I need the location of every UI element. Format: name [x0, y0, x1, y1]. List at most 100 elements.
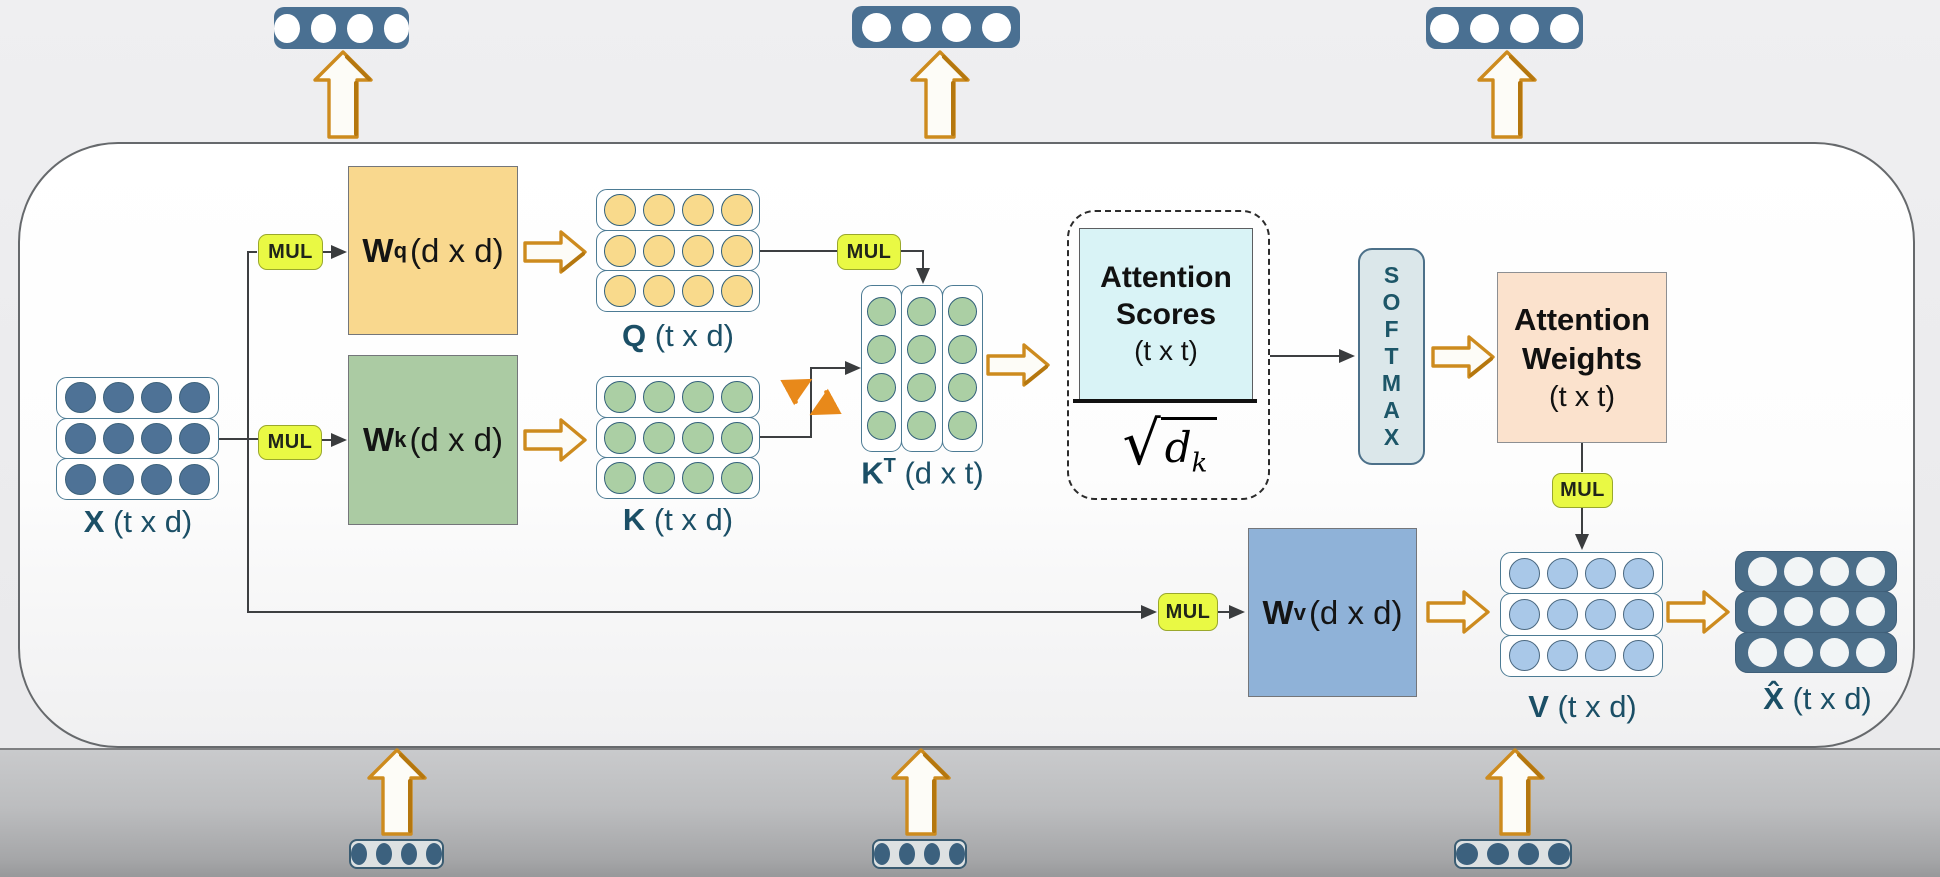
matrix-cell-circle	[1547, 598, 1578, 630]
matrix-cell-circle	[1547, 557, 1578, 589]
matrix-cell-circle	[141, 463, 172, 495]
softmax-letter: T	[1384, 343, 1399, 369]
matrix-row	[596, 189, 760, 231]
matrix-row	[596, 270, 760, 313]
matrix-cell-circle	[103, 423, 134, 454]
matrix-cell-circle	[179, 463, 210, 495]
matrix-cell-circle	[907, 335, 937, 364]
q-matrix-label: Q (t x d)	[622, 318, 734, 353]
matrix-cell-circle	[681, 234, 714, 267]
token-vector-circle	[981, 12, 1011, 42]
matrix-cell-circle	[603, 193, 636, 226]
matrix-cell-circle	[179, 423, 210, 454]
token-vector-circle	[347, 13, 373, 43]
matrix-cell-circle	[65, 463, 96, 495]
mul-operator-wv: MUL	[1158, 593, 1218, 631]
matrix-cell-circle	[65, 423, 96, 454]
token-vector-circle	[874, 843, 890, 865]
attention-weights-line3: (t x t)	[1548, 380, 1616, 413]
k-matrix-label: K (t x d)	[622, 502, 734, 537]
token-vector-circle	[1548, 843, 1570, 865]
matrix-row	[56, 417, 219, 460]
q-matrix	[596, 189, 760, 313]
token-vector-circle	[924, 843, 940, 865]
matrix-cell-circle	[720, 275, 753, 308]
matrix-cell-circle	[720, 234, 753, 267]
token-vector-circle	[1510, 13, 1539, 43]
matrix-column	[901, 285, 943, 452]
matrix-cell-circle	[867, 411, 897, 440]
matrix-row	[56, 377, 219, 419]
matrix-row	[596, 416, 760, 459]
matrix-row	[1500, 552, 1663, 595]
output-token-vector-3	[1426, 7, 1583, 49]
matrix-cell-circle	[1783, 557, 1813, 587]
matrix-cell-circle	[867, 335, 897, 364]
matrix-cell-circle	[1783, 637, 1813, 667]
matrix-cell-circle	[642, 275, 675, 308]
matrix-row	[1735, 631, 1897, 673]
xhat-output-matrix	[1735, 551, 1897, 673]
matrix-cell-circle	[1623, 598, 1654, 630]
token-vector-circle	[310, 13, 336, 43]
x-input-matrix	[56, 377, 219, 501]
token-vector-circle	[861, 12, 891, 42]
matrix-cell-circle	[1747, 557, 1777, 587]
background-lower-band	[0, 748, 1940, 877]
matrix-cell-circle	[1509, 557, 1540, 589]
radical-sign: √	[1122, 409, 1161, 479]
matrix-cell-circle	[867, 373, 897, 402]
attention-weights-line2: Weights	[1522, 340, 1642, 376]
matrix-cell-circle	[141, 423, 172, 454]
matrix-cell-circle	[103, 463, 134, 495]
matrix-cell-circle	[179, 382, 210, 414]
matrix-cell-circle	[1747, 597, 1777, 627]
matrix-cell-circle	[642, 380, 675, 413]
matrix-row	[1735, 551, 1897, 593]
matrix-column	[941, 285, 983, 452]
matrix-cell-circle	[681, 462, 714, 495]
matrix-cell-circle	[1855, 637, 1885, 667]
matrix-row	[1500, 593, 1663, 636]
matrix-row	[1735, 591, 1897, 633]
mul-operator-qkt: MUL	[837, 234, 901, 270]
attention-weights-box: Attention Weights (t x t)	[1497, 272, 1667, 443]
block-arrow-up-output-1	[313, 50, 373, 139]
attention-scores-box: Attention Scores (t x t)	[1079, 228, 1253, 400]
matrix-cell-circle	[141, 382, 172, 414]
matrix-cell-circle	[1747, 637, 1777, 667]
token-vector-circle	[899, 843, 915, 865]
matrix-cell-circle	[603, 380, 636, 413]
matrix-row	[1500, 634, 1663, 677]
matrix-cell-circle	[642, 193, 675, 226]
matrix-cell-circle	[603, 462, 636, 495]
matrix-cell-circle	[642, 462, 675, 495]
matrix-cell-circle	[1509, 598, 1540, 630]
matrix-cell-circle	[1819, 637, 1849, 667]
v-matrix	[1500, 552, 1663, 677]
matrix-cell-circle	[681, 193, 714, 226]
matrix-cell-circle	[1585, 598, 1616, 630]
matrix-cell-circle	[642, 234, 675, 267]
matrix-column	[861, 285, 903, 452]
matrix-cell-circle	[1509, 640, 1540, 672]
mul-operator-wk: MUL	[258, 425, 322, 460]
matrix-cell-circle	[681, 421, 714, 454]
matrix-cell-circle	[1819, 597, 1849, 627]
matrix-cell-circle	[103, 382, 134, 414]
matrix-cell-circle	[720, 380, 753, 413]
matrix-cell-circle	[720, 193, 753, 226]
matrix-cell-circle	[603, 421, 636, 454]
token-vector-circle	[901, 12, 931, 42]
matrix-cell-circle	[720, 462, 753, 495]
matrix-cell-circle	[720, 421, 753, 454]
softmax-letter: S	[1383, 262, 1400, 288]
sqrt-dk-denominator: √ dk	[1080, 408, 1260, 494]
attention-weights-line1: Attention	[1513, 301, 1651, 337]
token-vector-circle	[1550, 13, 1579, 43]
matrix-cell-circle	[907, 373, 937, 402]
input-token-vector-2	[872, 839, 967, 869]
matrix-cell-circle	[1547, 640, 1578, 672]
matrix-cell-circle	[1783, 597, 1813, 627]
